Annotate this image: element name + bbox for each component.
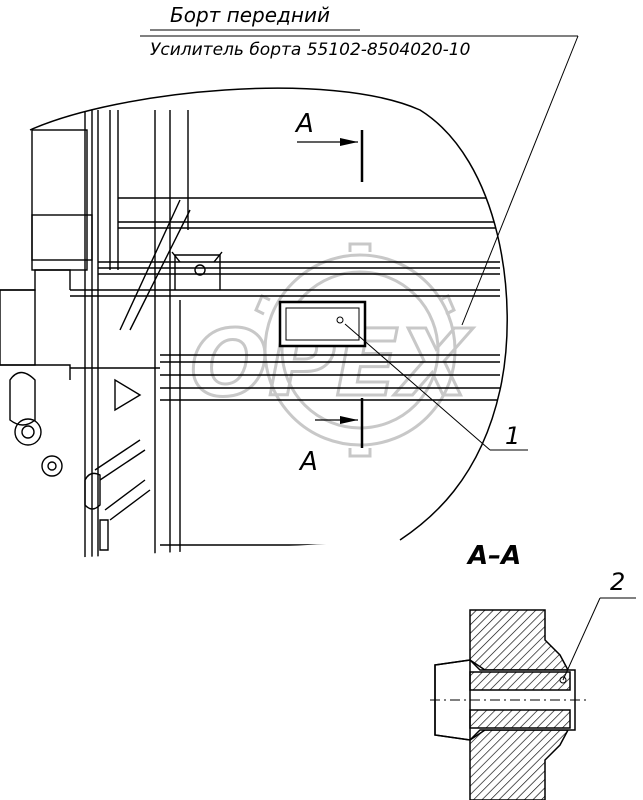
section-arrow-top	[340, 138, 358, 146]
section-view-label: A–A	[466, 541, 521, 571]
leader-1-diagonal	[461, 35, 579, 326]
section-marker-top: A	[294, 109, 314, 139]
callout-1-label: 1	[505, 422, 520, 450]
stiffener-plate	[278, 300, 367, 348]
assembly-view	[31, 110, 500, 560]
drawing-subtitle: Усилитель борта 55102-8504020-10	[150, 40, 470, 60]
watermark-gear-icon	[254, 242, 457, 458]
drawing-title: Борт передний	[170, 3, 330, 27]
leader-callout-2	[562, 597, 601, 681]
detail-outline	[29, 87, 508, 541]
section-arrow-bottom	[340, 416, 358, 424]
callout-2-label: 2	[610, 568, 625, 596]
section-marker-bottom: A	[298, 447, 318, 477]
leader-callout-1	[344, 323, 491, 451]
hinge-parts	[0, 251, 223, 551]
section-view	[430, 609, 590, 800]
